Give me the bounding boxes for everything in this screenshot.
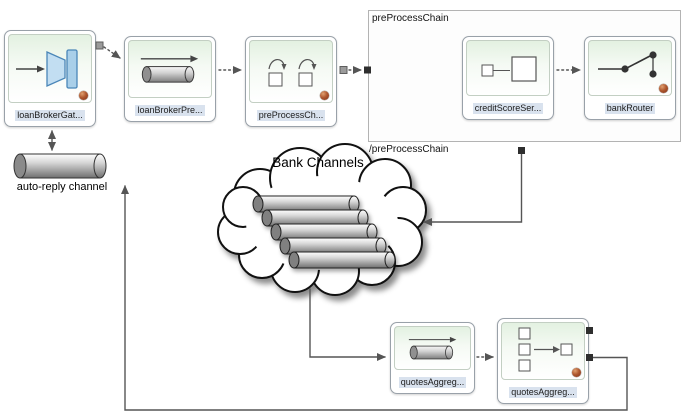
icon-panel	[8, 34, 92, 103]
edge-cloud-quoteschannel	[309, 288, 386, 361]
node-bank-router[interactable]: bankRouter	[584, 36, 676, 120]
edge-container-cloud	[423, 153, 523, 226]
node-preprocess-chain[interactable]: preProcessCh...	[245, 36, 337, 127]
node-label: loanBrokerGat...	[15, 110, 85, 121]
channel-icon	[140, 54, 199, 83]
chain-title: preProcessChain	[372, 13, 449, 24]
spring-icon	[572, 368, 581, 377]
node-quotes-aggregation-channel[interactable]: quotesAggreg...	[390, 322, 475, 394]
spring-icon	[659, 84, 668, 93]
auto-reply-channel-cylinder	[13, 153, 107, 179]
node-loan-broker-gateway[interactable]: loanBrokerGat...	[4, 30, 96, 127]
icon-panel	[466, 40, 550, 96]
aggregator-icon	[518, 327, 573, 372]
node-label-row: quotesAggreg...	[391, 372, 474, 393]
node-label: creditScoreSer...	[472, 103, 544, 114]
handle-gateway-out	[95, 41, 104, 50]
icon-panel	[501, 322, 585, 380]
icon-panel	[128, 40, 212, 98]
router-icon	[598, 51, 657, 78]
handle-chain-out	[339, 66, 348, 74]
node-label: quotesAggreg...	[398, 377, 467, 388]
icon-panel	[249, 40, 333, 103]
bank-channels-cloud	[217, 143, 427, 296]
node-label: quotesAggreg...	[509, 387, 577, 398]
spring-icon	[320, 91, 329, 100]
node-label-row: preProcessCh...	[246, 105, 336, 126]
node-label: bankRouter	[604, 103, 656, 114]
node-credit-score-service[interactable]: creditScoreSer...	[462, 36, 554, 120]
node-label-row: quotesAggreg...	[498, 382, 588, 403]
node-label: loanBrokerPre...	[135, 105, 205, 116]
auto-reply-channel-label: auto-reply channel	[16, 181, 108, 193]
node-label-row: loanBrokerPre...	[125, 100, 215, 121]
spring-icon	[79, 91, 88, 100]
node-quotes-aggregator[interactable]: quotesAggreg...	[497, 318, 589, 404]
cloud-label: Bank Channels	[272, 155, 364, 170]
node-label-row: bankRouter	[585, 98, 675, 119]
handle-container-out	[518, 147, 525, 154]
gateway-icon	[16, 48, 78, 89]
bank-channel-pipes	[252, 195, 396, 269]
service-activator-icon	[481, 56, 537, 82]
node-label-row: loanBrokerGat...	[5, 105, 95, 126]
chain-icon	[268, 58, 317, 86]
node-label-row: creditScoreSer...	[463, 98, 553, 119]
node-label: preProcessCh...	[256, 110, 326, 121]
chain-closing-label: /preProcessChain	[369, 144, 449, 155]
icon-panel	[394, 326, 471, 370]
edge-gateway-prechannel	[103, 46, 121, 59]
node-loan-broker-pre-channel[interactable]: loanBrokerPre...	[124, 36, 216, 122]
channel-icon	[408, 336, 456, 359]
icon-panel	[588, 40, 672, 96]
